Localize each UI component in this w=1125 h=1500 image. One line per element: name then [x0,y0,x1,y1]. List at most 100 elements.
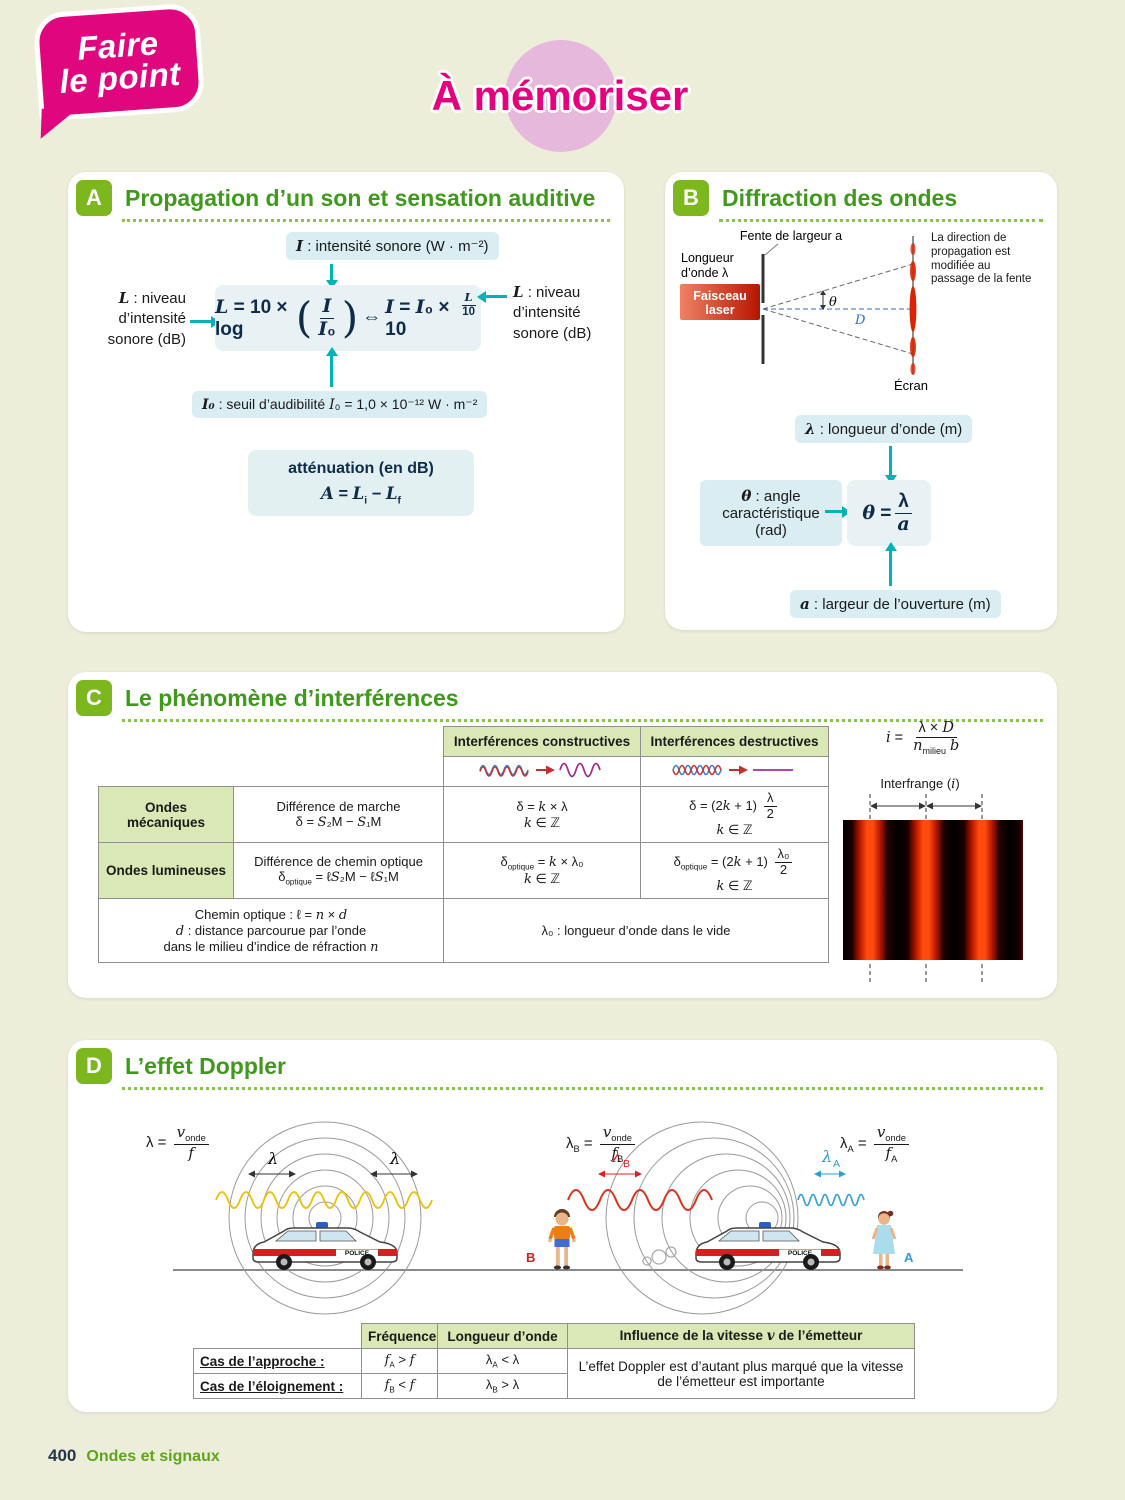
theta-arrowhead-down [820,305,826,310]
screen-label: Écran [894,378,928,393]
theta-formula-den: a [897,512,910,535]
section-a-badge: A [76,180,112,216]
aperture-symbol: a [800,595,810,613]
col-header-constructive: Interférences constructives [443,726,641,757]
tertiary-fringe-bottom [910,363,916,375]
formula-numerator: I [319,295,335,319]
person-a-label: A [904,1250,914,1265]
theta-definition-box: θ : angle caractéristique (rad) [700,480,842,546]
interfringe-label: Interfrange (i) [880,776,960,792]
section-d-dotted-rule [122,1087,1043,1090]
laser-label-line1: Faisceau [693,289,747,303]
intensity-label: I : intensité sonore (W · m⁻²) [286,232,499,260]
distance-label: D [854,313,866,328]
attenuation-box: atténuation (en dB) A = Li − Lf [248,450,474,517]
section-b-badge: B [673,180,709,216]
diffraction-diagram: Longueur d’onde λ Fente de largeur a Fai… [680,229,928,393]
lambda-definition-box: λ : longueur d’onde (m) [795,415,973,443]
mech-constructive-cell: δ = k × λ k ∈ ℤ [443,786,641,843]
level-label-left: L : niveau d’intensité sonore (dB) [84,288,186,350]
approach-wavelength-cell: λA < λ [437,1348,568,1374]
stretched-wave-red [567,1189,713,1211]
section-b-dotted-rule [719,219,1043,222]
optical-path-line3: dans le milieu d’indice de réfraction n [163,938,379,955]
lambda-b-label: λ [611,1147,622,1166]
equivalence-sign: ⇔ [362,307,382,328]
mech-desc-line2: δ = S₂M − S₁M [295,814,382,830]
central-fringe [909,286,917,332]
theta-def-symbol: θ [741,487,752,505]
police-car-moving [695,1221,841,1271]
attenuation-title: atténuation (en dB) [288,460,434,477]
brand-line2: le point [58,54,182,101]
person-b-figure [548,1209,576,1270]
section-d-title: L’effet Doppler [125,1052,287,1079]
destructive-waves-icon [671,764,793,776]
level-left-symbol: L [118,289,130,307]
attenuation-formula: A = Li − Lf [321,484,401,507]
formula-mid: I = I₀ × 10 [385,295,450,340]
threshold-label: I₀ : seuil d’audibilité I₀ = 1,0 × 10⁻¹²… [192,391,488,418]
optical-path-line1: Chemin optique : ℓ = n × d [194,906,348,923]
tertiary-fringe-top [910,243,916,255]
arrow-threshold-to-formula [325,347,338,387]
doppler-scene: POLICE λ λ λ [173,1121,963,1315]
arrow-lambda-to-formula [884,446,897,484]
wavelength-label-line1: Longueur [681,251,734,265]
optical-path-line2: d : distance parcourue par l’onde [175,922,367,939]
level-right-symbol: L [513,283,524,301]
section-b-header: B Diffraction des ondes [665,172,1057,216]
approach-frequency-cell: fA > f [361,1348,438,1374]
mech-dest-line2: k ∈ ℤ [716,821,753,838]
mech-desc-line1: Différence de marche [276,799,401,814]
threshold-symbol: I₀ [202,397,215,413]
theta-formula-num: λ [895,491,912,514]
row-header-mechanical: Ondes mécaniques [98,786,234,843]
row-header-luminous: Ondes lumineuses [98,842,234,899]
person-b-label: B [526,1250,535,1265]
secondary-fringe-bottom [910,337,916,357]
brand-badge: Faire le point [32,2,206,122]
moving-wavefronts [605,1121,799,1315]
page-title: À mémoriser [431,72,689,119]
lum-constructive-cell: δoptique = k × λ₀ k ∈ ℤ [443,842,641,899]
lambda-label-left: λ [267,1149,278,1168]
slit-label: Fente de largeur a [740,229,842,243]
intensity-symbol: I [296,237,304,255]
influence-cell: L’effet Doppler est d’autant plus marqué… [567,1348,915,1399]
threshold-text: : seuil d’audibilité I₀ = 1,0 × 10⁻¹² W … [214,396,478,413]
open-paren: ( [295,293,313,343]
slit-leader-line [764,243,779,256]
police-car-static [252,1221,398,1271]
constructive-waves-icon [479,762,601,778]
receding-frequency-cell: fB < f [361,1373,438,1399]
vacuum-wavelength-cell: λ₀ : longueur d’onde dans le vide [443,898,829,963]
formula-denominator: I₀ [318,317,336,340]
aperture-definition-box: a : largeur de l’ouverture (m) [790,590,1001,618]
col-header-influence: Influence de la vitesse v de l’émetteur [567,1323,915,1349]
intensity-text: : intensité sonore (W · m⁻²) [303,238,489,255]
section-a-card: A Propagation d’un son et sensation audi… [68,172,624,632]
lambda-text: : longueur d’onde (m) [815,421,963,438]
section-c-badge: C [76,680,112,716]
theta-arrowhead-up [820,290,826,295]
lum-cons-line1: δoptique = k × λ₀ [500,853,584,872]
title-circle-decoration [505,40,617,152]
col-header-wavelength: Longueur d’onde [437,1323,568,1349]
static-wavefronts [228,1121,422,1315]
doppler-table: Fréquence Longueur d’onde Influence de l… [193,1323,915,1399]
section-d-badge: D [76,1048,112,1084]
col-header-destructive: Interférences destructives [640,726,829,757]
exhaust-smoke [642,1246,677,1266]
lambda-label-right: λ [389,1149,400,1168]
interference-table: Interférences constructives Interférence… [98,726,829,963]
lambda-symbol: λ [805,420,816,438]
interference-pattern-image [843,820,1023,960]
